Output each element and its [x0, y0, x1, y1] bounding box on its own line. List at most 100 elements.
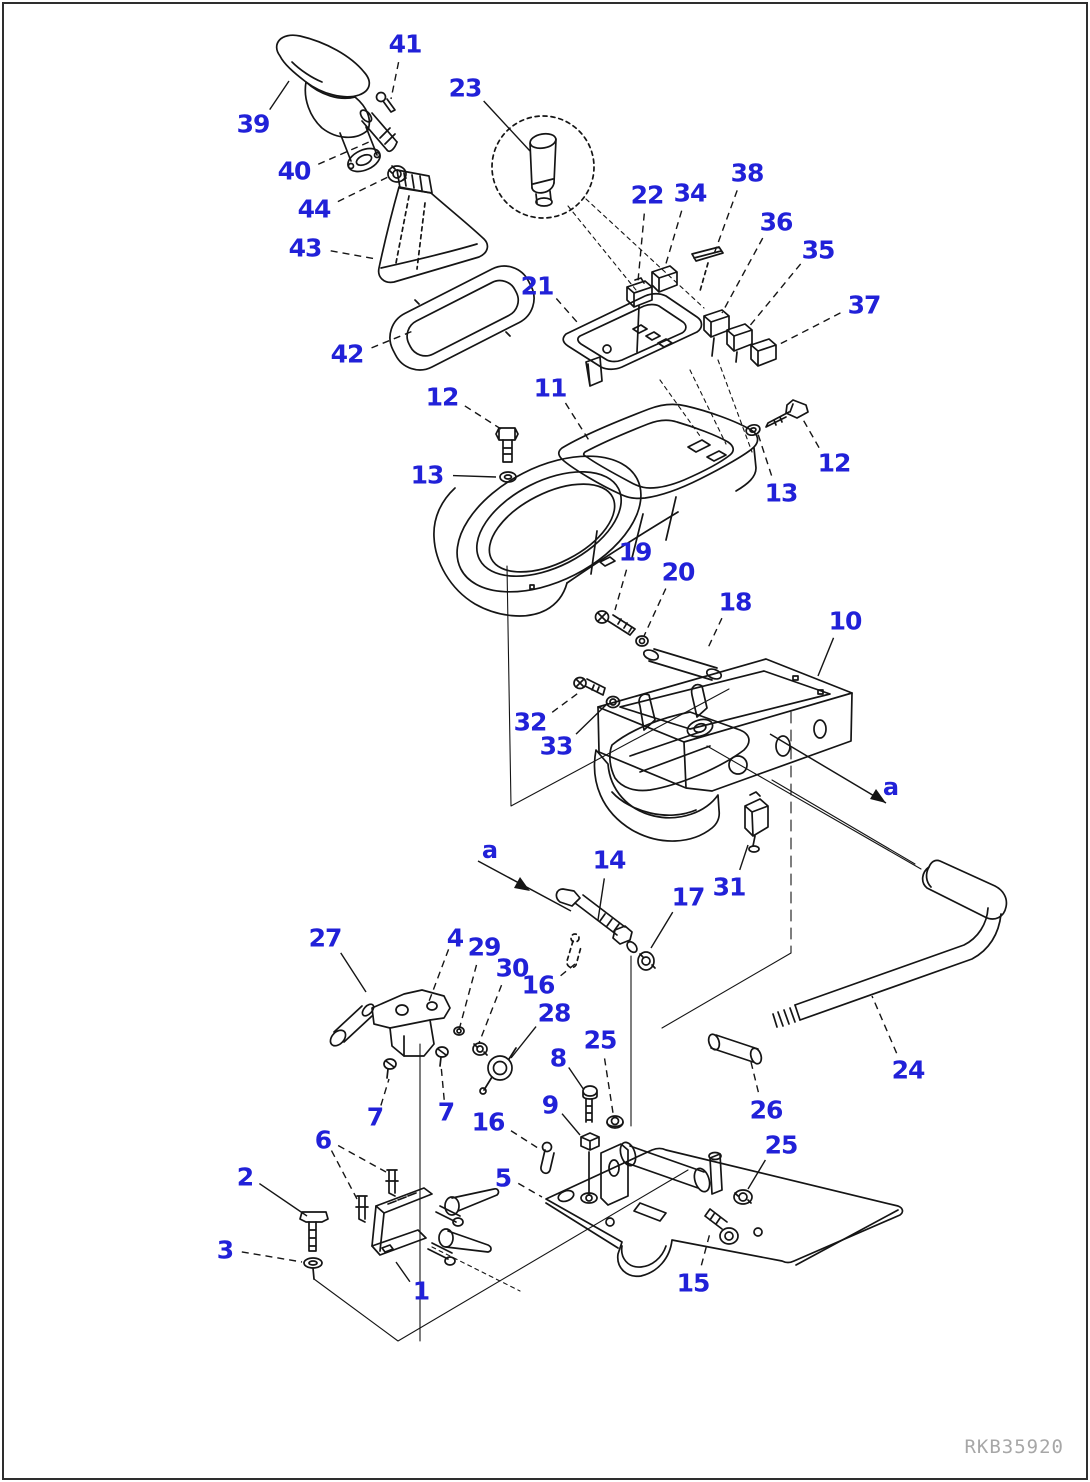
spacer-26: [707, 1033, 763, 1065]
leader-line-8: [569, 1067, 584, 1090]
leader-line-30: [479, 985, 502, 1043]
bolt-7-left: [384, 1059, 396, 1078]
part-label-2546: 25: [765, 1131, 798, 1160]
part-label-1632: 16: [522, 971, 555, 1000]
part-label-1116: 11: [534, 374, 567, 403]
washer-13-left: [500, 472, 516, 482]
leader-line-13: [453, 476, 496, 477]
leader-line-27: [341, 953, 366, 992]
leader-line-16: [561, 964, 575, 976]
leader-line-1: [396, 1262, 410, 1282]
leader-line-25: [605, 1058, 613, 1113]
leader-line-17: [651, 912, 673, 948]
leader-line-19: [615, 570, 627, 610]
part-label-1217: 12: [818, 449, 851, 478]
leader-line-43: [331, 251, 376, 259]
leader-line-6: [338, 1146, 386, 1172]
switch-cap-36: [704, 310, 729, 356]
part-label-241: 2: [237, 1163, 253, 1192]
switch-22: [627, 278, 652, 307]
part-label-542: 5: [495, 1164, 511, 1193]
leader-line-11: [565, 403, 590, 442]
part-label-410: 41: [389, 30, 422, 59]
alignment-lines: [314, 566, 921, 1341]
floor-plate-5: [546, 1149, 902, 1277]
part-label-1726: 17: [672, 883, 705, 912]
part-label-1318: 13: [765, 479, 798, 508]
switch-panel-21: [563, 294, 701, 386]
leader-line-23: [484, 101, 530, 151]
leader-line-35: [748, 264, 801, 328]
part-label-1214: 12: [426, 383, 459, 412]
view-label-a: a: [482, 836, 498, 864]
part-label-3127: 31: [713, 873, 746, 902]
leader-line-12: [465, 406, 501, 429]
part-label-228: 22: [631, 181, 664, 210]
leader-line-39: [270, 81, 289, 110]
leader-line-7: [381, 1079, 389, 1106]
part-label-835: 8: [550, 1044, 566, 1073]
part-label-217: 21: [521, 272, 554, 301]
screw-32: [574, 678, 605, 696]
washer-33: [607, 697, 620, 708]
screw-41: [377, 93, 396, 113]
part-label-1919: 19: [619, 538, 652, 567]
cotter-pin-16-lower: [541, 1143, 554, 1174]
bezel-42: [381, 257, 544, 379]
leader-line-6: [331, 1151, 357, 1199]
view-arrow-head: [514, 877, 530, 891]
switch-cap-35: [727, 324, 752, 362]
screw-19: [596, 611, 636, 635]
view-arrow-line: [770, 734, 886, 803]
plate-38: [692, 247, 723, 291]
part-label-1545: 15: [677, 1269, 710, 1298]
switch-cap-34: [652, 266, 677, 292]
nut-25-left: [607, 1116, 623, 1128]
bolt-8: [583, 1086, 597, 1122]
knob-detail-23: [492, 116, 594, 218]
part-label-435: 43: [289, 234, 322, 263]
part-label-144: 1: [413, 1277, 429, 1306]
lever-grip-39: [277, 35, 384, 176]
leader-lines: [242, 62, 897, 1282]
part-label-349: 34: [674, 179, 707, 208]
part-label-1022: 10: [829, 607, 862, 636]
bolt-12-right: [766, 400, 808, 427]
pin-27: [327, 1002, 375, 1049]
part-label-3031: 30: [496, 954, 529, 983]
leader-line-28: [511, 1027, 536, 1058]
leader-line-29: [459, 965, 477, 1030]
leader-line-32: [552, 691, 581, 712]
bolt-2: [300, 1212, 328, 1251]
lever-24: [773, 860, 1006, 1027]
base-frame-10: [595, 659, 853, 841]
spring-28: [480, 1048, 516, 1094]
cotter-pin-16-upper: [567, 934, 581, 968]
leader-line-34: [665, 211, 682, 267]
part-label-2833: 28: [538, 999, 571, 1028]
bracket-4: [372, 990, 450, 1056]
leader-line-21: [556, 299, 577, 322]
leader-line-20: [644, 589, 666, 636]
leader-line-25: [748, 1160, 765, 1189]
part-label-403: 40: [278, 157, 311, 186]
leader-line-3: [242, 1252, 302, 1262]
leader-line-12: [801, 416, 819, 448]
part-label-1315: 13: [411, 461, 444, 490]
leader-line-15: [701, 1233, 710, 1265]
part-label-343: 3: [217, 1236, 233, 1265]
leader-line-14: [598, 878, 604, 920]
part-label-232: 23: [449, 74, 482, 103]
pins-6: [356, 1170, 398, 1222]
tube-18: [642, 648, 722, 681]
leader-line-16: [511, 1131, 541, 1150]
part-label-444: 44: [298, 195, 331, 224]
bracket-1: [372, 1188, 498, 1265]
part-label-391: 39: [237, 110, 270, 139]
view-direction-arrows: [478, 734, 886, 911]
part-label-1821: 18: [719, 588, 752, 617]
console-cover-11: [434, 404, 758, 619]
part-label-3611: 36: [760, 208, 793, 237]
